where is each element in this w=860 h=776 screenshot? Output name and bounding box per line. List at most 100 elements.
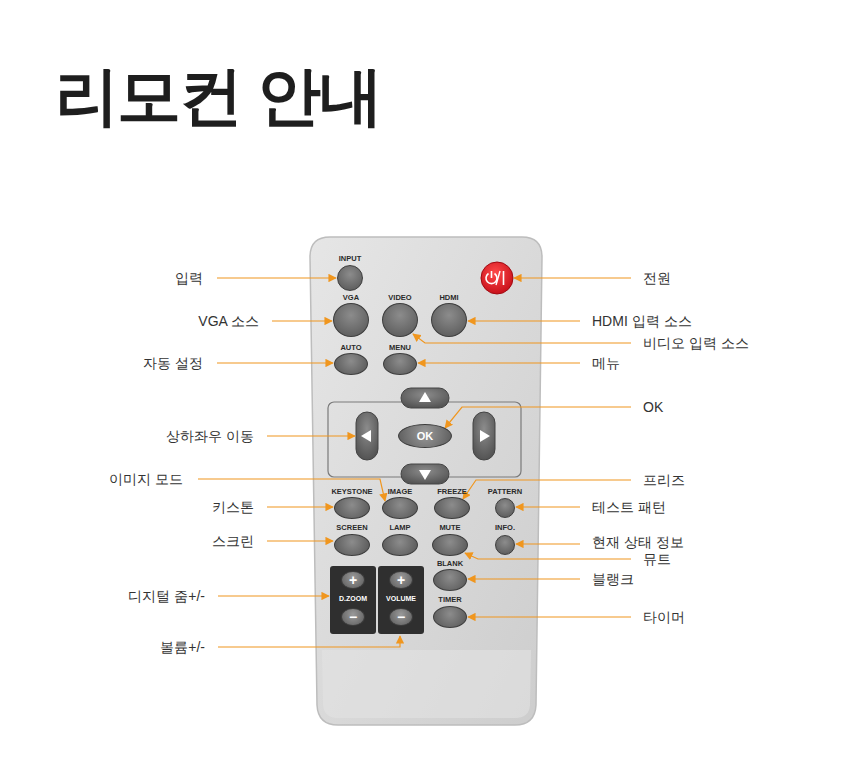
button-label: KEYSTONE (322, 487, 382, 496)
lamp-button: LAMP (370, 523, 430, 556)
screen-button: SCREEN (322, 523, 382, 556)
arrow-icon (419, 470, 431, 480)
button-shape (433, 606, 467, 628)
callout-label: 프리즈 (643, 471, 685, 489)
callout-label: 테스트 패턴 (592, 498, 666, 516)
callout-label: 키스톤 (212, 498, 254, 516)
button-text: OK (417, 431, 434, 442)
hdmi-button: HDMI (419, 293, 479, 337)
button-label: SCREEN (322, 523, 382, 532)
button-label: VGA (321, 293, 381, 302)
button-label: AUTO (321, 343, 381, 352)
leader-line (267, 540, 333, 541)
panel-label: D.ZOOM (330, 594, 376, 603)
zoom-panel: D.ZOOM + − (330, 566, 376, 634)
leader-line (514, 277, 631, 278)
button-shape (382, 303, 418, 337)
minus-button: − (341, 608, 365, 626)
leader-line (217, 362, 333, 363)
power-icon (491, 271, 493, 278)
button-shape (431, 303, 467, 337)
callout-label: 상하좌우 이동 (166, 427, 254, 445)
callout-label: 자동 설정 (143, 354, 203, 372)
blank-button: BLANK (420, 559, 480, 591)
leader-line (463, 480, 631, 499)
callout-label: 볼륨+/- (160, 638, 205, 656)
button-label: BLANK (420, 559, 480, 568)
button-shape (382, 497, 418, 519)
left-button (356, 412, 378, 460)
callout-label: 스크린 (212, 532, 254, 550)
panel-label: VOLUME (378, 594, 424, 603)
button-text: + (349, 573, 357, 587)
info-button: INFO. (475, 523, 535, 555)
leader-line (267, 506, 333, 507)
button-shape (383, 353, 417, 375)
leader-line (468, 320, 580, 321)
ok-button: OK (398, 424, 452, 448)
callout-label: 타이머 (643, 608, 685, 626)
button-text: − (397, 610, 405, 624)
mute-button: MUTE (420, 523, 480, 556)
leader-line (418, 362, 580, 363)
up-button (401, 388, 449, 408)
button-shape (334, 353, 368, 375)
button-shape (433, 569, 467, 591)
button-shape (337, 265, 363, 291)
image-button: IMAGE (370, 487, 430, 519)
callout-label: 블랭크 (592, 570, 634, 588)
leader-line (465, 553, 631, 559)
pattern-button: PATTERN (475, 487, 535, 518)
callout-label: 디지털 줌+/- (128, 587, 205, 605)
leader-line (218, 595, 329, 596)
leader-line (516, 543, 580, 544)
button-shape (382, 534, 418, 556)
menu-button: MENU (370, 343, 430, 375)
plus-button: + (341, 571, 365, 589)
leader-line (468, 578, 580, 579)
button-shape (495, 535, 515, 555)
leader-line (217, 277, 336, 278)
remote-body (310, 237, 542, 725)
button-label: MENU (370, 343, 430, 352)
button-label: TIMER (420, 595, 480, 604)
button-label: INPUT (320, 254, 380, 263)
leader-line (267, 435, 355, 436)
button-label: MUTE (420, 523, 480, 532)
arrow-icon (480, 430, 490, 442)
callout-label: 현재 상태 정보 (592, 533, 684, 551)
leader-line (516, 506, 580, 507)
button-text: + (397, 573, 405, 587)
down-button (401, 464, 449, 484)
minus-button: − (389, 608, 413, 626)
freeze-button: FREEZE (422, 487, 482, 519)
page-title: 리모컨 안내 (55, 58, 381, 134)
button-shape (333, 303, 369, 337)
button-label: INFO. (475, 523, 535, 532)
volume-panel: VOLUME + − (378, 566, 424, 634)
power-button (481, 262, 513, 294)
button-shape (334, 497, 370, 519)
callout-label: 입력 (175, 269, 203, 287)
remote-bottom (322, 650, 531, 718)
button-label: HDMI (419, 293, 479, 302)
arrow-icon (419, 392, 431, 402)
callout-label: OK (643, 398, 663, 416)
callout-label: 비디오 입력 소스 (643, 334, 749, 352)
button-label: LAMP (370, 523, 430, 532)
power-icon (496, 271, 500, 285)
button-label: IMAGE (370, 487, 430, 496)
button-label: VIDEO (370, 293, 430, 302)
leader-line (468, 616, 631, 617)
button-shape (495, 498, 515, 518)
button-shape (432, 534, 468, 556)
vga-button: VGA (321, 293, 381, 337)
arrow-icon (361, 430, 371, 442)
button-label: PATTERN (475, 487, 535, 496)
video-button: VIDEO (370, 293, 430, 337)
timer-button: TIMER (420, 595, 480, 628)
button-label: FREEZE (422, 487, 482, 496)
callout-label: 뮤트 (643, 550, 671, 568)
input-button: INPUT (320, 254, 380, 291)
